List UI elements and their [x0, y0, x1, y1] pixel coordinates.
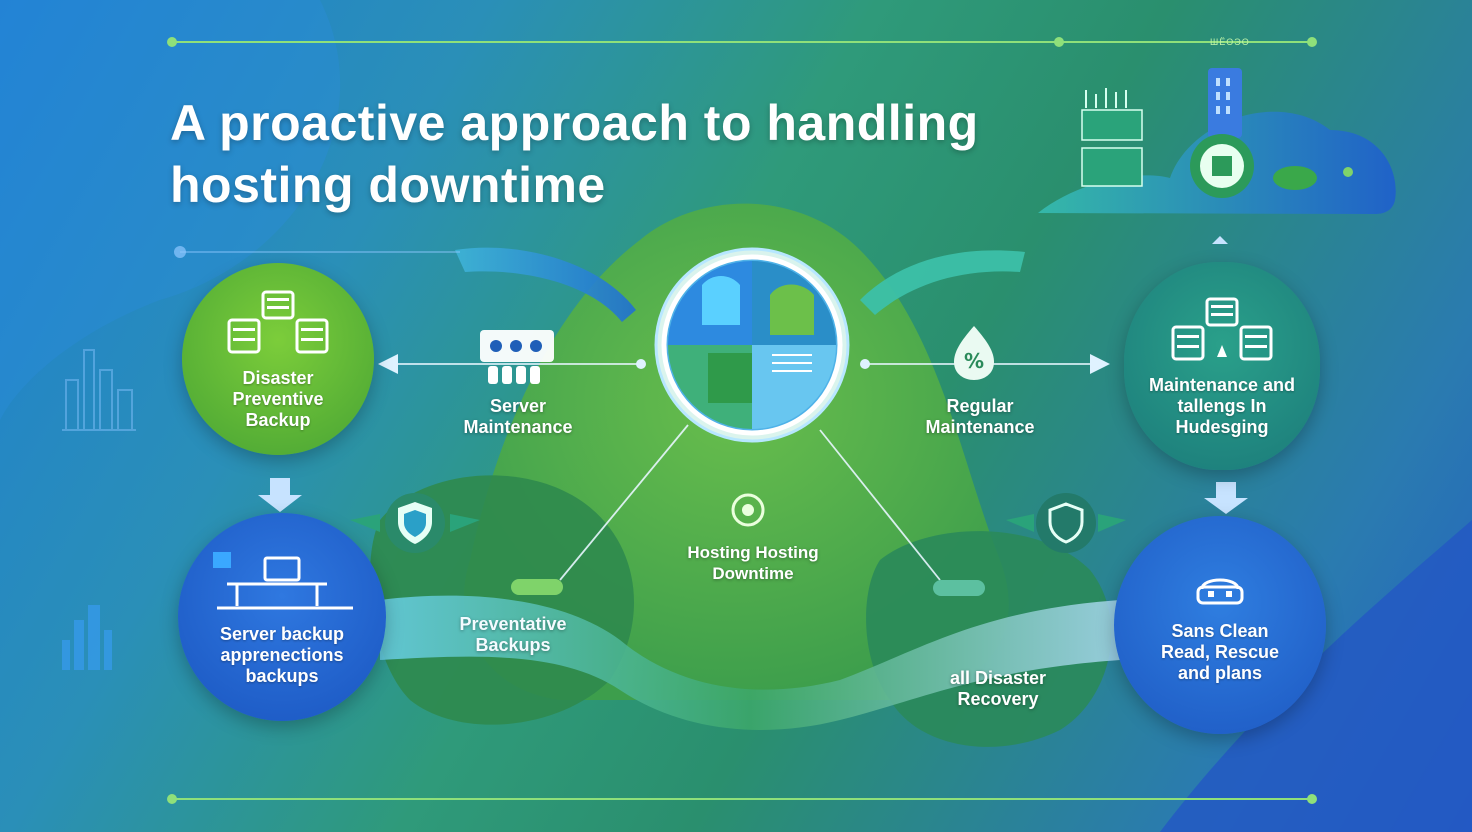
- target-icon: [731, 493, 765, 527]
- shield-icon: [1006, 493, 1126, 553]
- header-tag: ШЁОЭО: [1210, 37, 1250, 47]
- percent-leaf-icon: %: [954, 326, 994, 380]
- node-label: Disaster Preventive Backup: [232, 367, 324, 430]
- servers-icon: [227, 290, 329, 353]
- label-regular-maintenance: Regular Maintenance: [925, 396, 1035, 437]
- node-label: Sans Clean Read, Rescue and plans: [1160, 620, 1280, 683]
- label-center-hosting-downtime: Hosting Hosting Downtime: [687, 543, 819, 583]
- node-disaster-plans[interactable]: Sans Clean Read, Rescue and plans: [1114, 516, 1326, 734]
- page-title: A proactive approach to handling hosting…: [170, 95, 979, 213]
- servers-icon: [1171, 297, 1273, 360]
- label-preventative-backups: Preventative Backups: [459, 614, 567, 655]
- node-maintenance[interactable]: Maintenance and tallengs In Hudesging: [1124, 262, 1320, 470]
- node-server-backup[interactable]: Server backup apprenections backups: [178, 513, 386, 721]
- cloud-server-illustration: [1081, 68, 1353, 198]
- node-label: Server backup apprenections backups: [219, 623, 345, 686]
- desk-computer-icon: [213, 551, 353, 609]
- node-disaster-preventive-backup[interactable]: Disaster Preventive Backup: [182, 263, 374, 455]
- svg-text:%: %: [964, 349, 984, 373]
- label-disaster-recovery: all Disaster Recovery: [949, 668, 1047, 709]
- robot-icon: [1196, 578, 1244, 604]
- label-server-maintenance: Server Maintenance: [463, 396, 573, 437]
- node-label: Maintenance and tallengs In Hudesging: [1148, 374, 1296, 437]
- shield-icon: [350, 493, 480, 553]
- server-maintenance-icon: [480, 330, 554, 384]
- center-globe-icon: [654, 247, 850, 443]
